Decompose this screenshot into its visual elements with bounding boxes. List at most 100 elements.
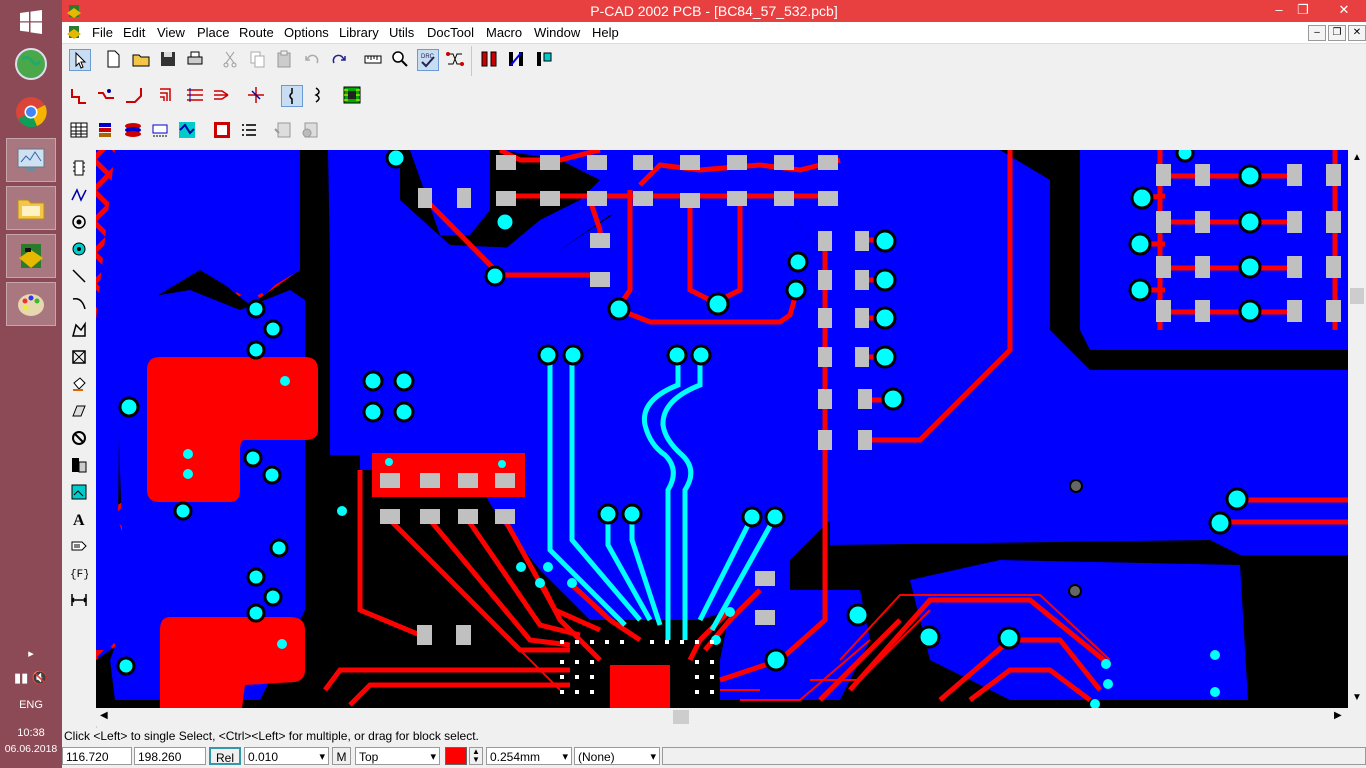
new-button[interactable]: [103, 49, 125, 71]
menu-edit[interactable]: Edit: [123, 25, 146, 40]
route-push-button[interactable]: [246, 85, 268, 107]
place-plane-button[interactable]: [68, 400, 90, 422]
pad-button[interactable]: [534, 49, 556, 71]
place-field-button[interactable]: [68, 481, 90, 503]
copy-button[interactable]: [247, 49, 269, 71]
place-field-code-button[interactable]: {F}: [68, 562, 90, 584]
layer-color-swatch[interactable]: [445, 747, 467, 765]
taskbar-app-monitor[interactable]: [6, 138, 56, 182]
menu-route[interactable]: Route: [239, 25, 274, 40]
route-manual-button[interactable]: [69, 85, 91, 107]
place-copper-pour-button[interactable]: [68, 373, 90, 395]
tray-chevron-icon[interactable]: ▸: [28, 648, 34, 660]
zoom-button[interactable]: [390, 49, 412, 71]
relative-toggle-button[interactable]: Rel: [209, 747, 241, 765]
board-outline-button[interactable]: [212, 120, 234, 142]
network-icon[interactable]: ▮▮: [13, 670, 29, 685]
menu-window[interactable]: Window: [534, 25, 581, 40]
menu-file[interactable]: File: [92, 25, 113, 40]
scroll-right-arrow-icon[interactable]: ▶: [1334, 710, 1342, 721]
clock-time[interactable]: 10:38: [17, 727, 45, 739]
route-tune-button[interactable]: [281, 85, 303, 107]
table-button[interactable]: [69, 120, 91, 142]
taskbar-app-explorer[interactable]: [6, 186, 56, 230]
speaker-muted-icon[interactable]: 🔇: [31, 670, 49, 685]
place-text-button[interactable]: A: [68, 508, 90, 530]
vertical-scrollbar[interactable]: ▲ ▼: [1348, 150, 1366, 708]
layer-select[interactable]: Top: [355, 747, 440, 766]
y-coordinate-field[interactable]: 198.260: [134, 747, 206, 765]
route-miter-button[interactable]: [123, 85, 145, 107]
view-copper-button[interactable]: [177, 120, 199, 142]
component-button[interactable]: [479, 49, 501, 71]
scroll-down-arrow-icon[interactable]: ▼: [1352, 692, 1362, 703]
x-coordinate-field[interactable]: 116.720: [62, 747, 132, 765]
menu-library[interactable]: Library: [339, 25, 379, 40]
tray-network-volume[interactable]: ▮▮ 🔇: [0, 670, 62, 686]
menu-macro[interactable]: Macro: [486, 25, 523, 40]
place-cutout-button[interactable]: [68, 346, 90, 368]
line-width-select[interactable]: 0.254mm: [486, 747, 572, 766]
maximize-button[interactable]: ❐: [1297, 2, 1309, 17]
paste-button[interactable]: [274, 49, 296, 71]
place-dimension-button[interactable]: [68, 589, 90, 611]
mdi-minimize-button[interactable]: –: [1308, 25, 1326, 41]
list-button[interactable]: [239, 120, 261, 142]
measure-button[interactable]: [363, 49, 385, 71]
drill-table-button[interactable]: [150, 120, 172, 142]
report-button[interactable]: [273, 120, 295, 142]
save-button[interactable]: [158, 49, 180, 71]
menu-view[interactable]: View: [157, 25, 185, 40]
taskbar-app-chrome[interactable]: [6, 90, 56, 134]
place-line-button[interactable]: [68, 265, 90, 287]
place-polygon-button[interactable]: [68, 319, 90, 341]
cut-button[interactable]: [220, 49, 242, 71]
menu-doctool[interactable]: DocTool: [427, 25, 474, 40]
menu-place[interactable]: Place: [197, 25, 230, 40]
horizontal-scrollbar[interactable]: ◀ ▶: [96, 708, 1348, 726]
place-keepout-button[interactable]: [68, 427, 90, 449]
undo-button[interactable]: [302, 49, 324, 71]
input-language[interactable]: ENG: [19, 699, 43, 711]
menu-options[interactable]: Options: [284, 25, 329, 40]
place-connection-button[interactable]: [68, 184, 90, 206]
route-arc-button[interactable]: [308, 85, 330, 107]
place-room-button[interactable]: [68, 454, 90, 476]
route-fanout-button[interactable]: [212, 85, 234, 107]
place-via-button[interactable]: [68, 238, 90, 260]
taskbar-app-paint[interactable]: [6, 282, 56, 326]
scroll-left-arrow-icon[interactable]: ◀: [100, 710, 108, 721]
layer-stack-button[interactable]: [96, 120, 118, 142]
mdi-close-button[interactable]: ✕: [1348, 25, 1366, 41]
print-button[interactable]: [185, 49, 207, 71]
netlist-button[interactable]: [445, 49, 467, 71]
open-button[interactable]: [131, 49, 153, 71]
metric-toggle-button[interactable]: M: [332, 747, 351, 765]
taskbar-app-pcad[interactable]: [6, 234, 56, 278]
minimize-button[interactable]: –: [1275, 2, 1283, 17]
grid-select[interactable]: 0.010: [244, 747, 329, 766]
place-arc-button[interactable]: [68, 292, 90, 314]
menu-help[interactable]: Help: [592, 25, 619, 40]
document-icon[interactable]: [66, 24, 82, 40]
horizontal-scroll-thumb[interactable]: [673, 710, 689, 724]
start-button[interactable]: [6, 0, 56, 44]
route-bus-button[interactable]: [158, 85, 180, 107]
menu-utils[interactable]: Utils: [389, 25, 415, 40]
place-attribute-button[interactable]: [68, 535, 90, 557]
layer-spin-button[interactable]: ▲▼: [469, 747, 483, 765]
clock-date[interactable]: 06.06.2018: [4, 743, 58, 755]
route-multi-button[interactable]: [185, 85, 207, 107]
drc-button[interactable]: DRC: [417, 49, 439, 71]
layer-sets-button[interactable]: [123, 120, 145, 142]
autorouter-button[interactable]: [342, 85, 364, 107]
report2-button[interactable]: [300, 120, 322, 142]
app-icon[interactable]: [66, 3, 82, 19]
taskbar-app-globe[interactable]: [6, 42, 56, 86]
place-component-button[interactable]: [68, 157, 90, 179]
style-select[interactable]: (None): [574, 747, 660, 766]
pcb-canvas[interactable]: [96, 150, 1348, 708]
mdi-restore-button[interactable]: ❐: [1328, 25, 1346, 41]
select-tool-button[interactable]: [69, 49, 91, 71]
place-pad-button[interactable]: [68, 211, 90, 233]
